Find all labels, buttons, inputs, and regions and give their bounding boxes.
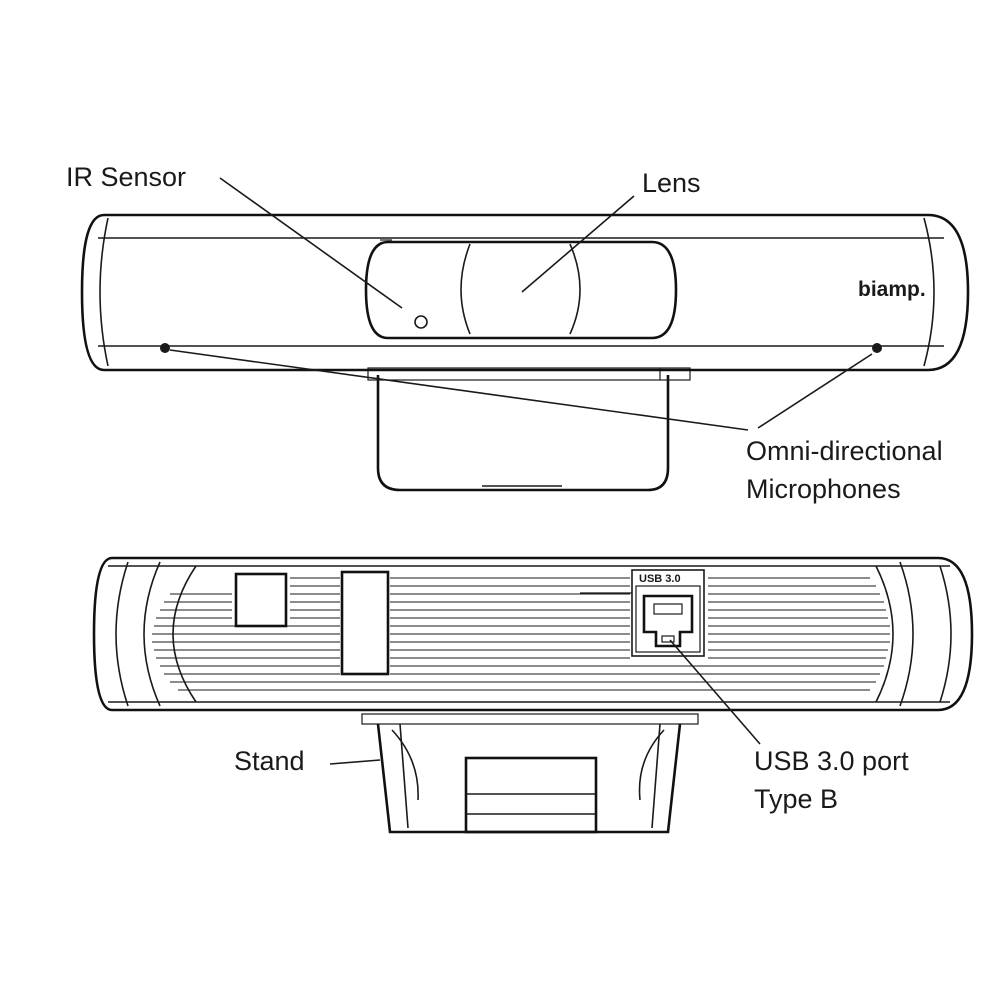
front-body (80, 213, 970, 372)
front-stand (367, 367, 691, 492)
microphones-label-line1: Omni-directional (746, 436, 943, 466)
lens-window (364, 239, 678, 340)
back-view: USB 3.0 (92, 556, 974, 834)
back-square-port (234, 572, 288, 628)
usb-port-block: USB 3.0 (631, 569, 705, 657)
usb-port-tag: USB 3.0 (639, 573, 681, 585)
stand-leader (329, 759, 381, 765)
usb-b-connector-icon (642, 594, 694, 648)
lens-leader (521, 195, 635, 293)
microphones-label-line2: Microphones (746, 474, 901, 504)
usb-port-label-line1: USB 3.0 port (754, 746, 909, 776)
stand-label: Stand (234, 746, 305, 776)
front-view: biamp. (80, 213, 970, 492)
usb-port-label-line2: Type B (754, 784, 838, 814)
vent-grille (152, 577, 890, 691)
left-microphone-dot (160, 343, 170, 353)
leader-lines (169, 177, 873, 765)
brand-logo: biamp. (858, 278, 926, 301)
mic-left-leader (169, 349, 749, 431)
lens-label: Lens (642, 168, 701, 198)
back-stand (361, 713, 699, 834)
usb-port-leader (669, 639, 761, 745)
back-body: USB 3.0 (92, 556, 974, 712)
back-tall-slot (340, 570, 390, 676)
ir-sensor-label: IR Sensor (66, 162, 186, 192)
ir-sensor-dot (414, 315, 428, 329)
right-microphone-dot (872, 343, 882, 353)
mic-right-leader (757, 353, 873, 429)
ir-sensor-leader (219, 177, 403, 309)
